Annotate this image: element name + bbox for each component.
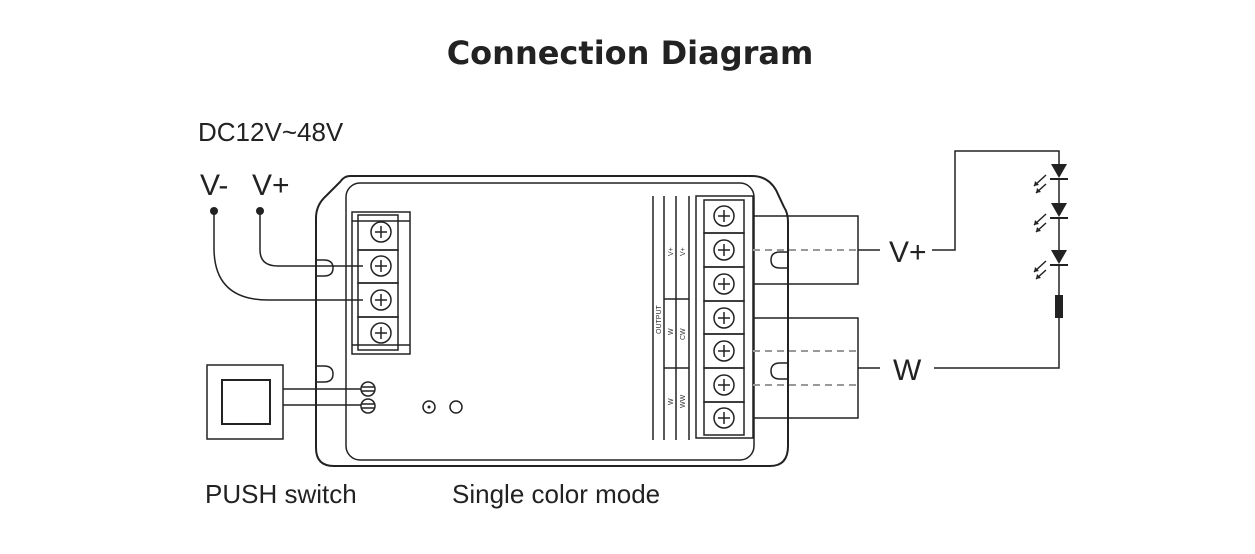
screw-icon bbox=[370, 255, 392, 277]
output-header: OUTPUT bbox=[656, 305, 663, 335]
power-negative-label: V- bbox=[200, 169, 228, 202]
output-terminal-block bbox=[695, 195, 754, 439]
screw-icon bbox=[370, 221, 392, 243]
screw-icon bbox=[713, 307, 735, 329]
screw-icon bbox=[713, 374, 735, 396]
power-range-label: DC12V~48V bbox=[198, 117, 344, 147]
negative-wire bbox=[213, 211, 363, 301]
push-switch-label: PUSH switch bbox=[205, 479, 357, 509]
led-negative-wire bbox=[934, 318, 1060, 369]
controller-housing bbox=[315, 175, 789, 467]
screw-icon bbox=[713, 407, 735, 429]
led-positive-wire bbox=[932, 150, 1060, 251]
positive-wire bbox=[259, 211, 363, 267]
push-switch-icon bbox=[206, 364, 284, 440]
indicator-icon bbox=[422, 400, 463, 414]
switch-connector-icon bbox=[360, 381, 376, 414]
diagram-title: Connection Diagram bbox=[447, 34, 814, 72]
led-strip-icon bbox=[1033, 162, 1068, 318]
output-w-label: W bbox=[893, 354, 922, 387]
input-terminal-block bbox=[351, 211, 411, 355]
screw-icon bbox=[713, 340, 735, 362]
output-col2-ww: WW bbox=[680, 394, 687, 408]
screw-icon bbox=[713, 239, 735, 261]
vplus-wire bbox=[753, 215, 880, 285]
output-col2-vplus: V+ bbox=[680, 247, 687, 256]
screw-icon bbox=[713, 205, 735, 227]
switch-wire bbox=[283, 388, 361, 406]
output-panel: OUTPUT V+ W W V+ CW WW bbox=[652, 196, 690, 440]
screw-icon bbox=[370, 322, 392, 344]
output-col1-w: W bbox=[668, 328, 675, 335]
power-positive-label: V+ bbox=[252, 169, 290, 202]
w-jumper-dashed bbox=[753, 350, 858, 386]
output-col1-w2: W bbox=[668, 398, 675, 405]
mode-label: Single color mode bbox=[452, 479, 660, 509]
screw-icon bbox=[713, 273, 735, 295]
screw-icon bbox=[370, 289, 392, 311]
output-col2-cw: CW bbox=[680, 328, 687, 340]
w-wire bbox=[753, 317, 880, 419]
output-col1-vplus: V+ bbox=[668, 247, 675, 256]
output-vplus-label: V+ bbox=[889, 236, 927, 269]
